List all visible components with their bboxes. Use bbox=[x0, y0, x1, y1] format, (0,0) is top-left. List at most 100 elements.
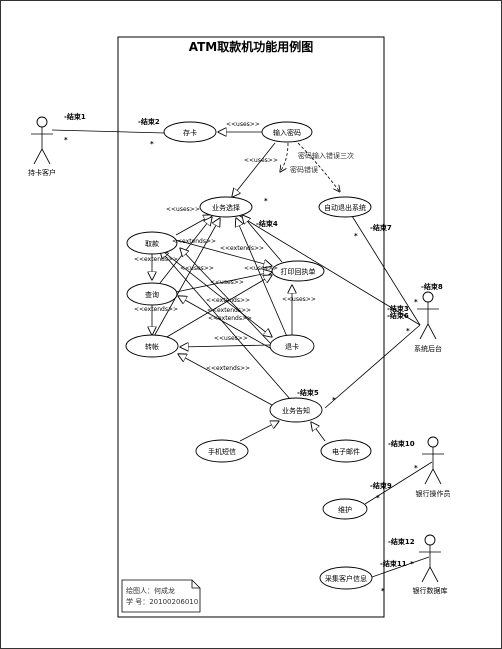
label-end-4: -结束4 bbox=[256, 219, 278, 228]
arrow-eject-withdraw bbox=[180, 248, 273, 346]
arrow-enterpin-business bbox=[232, 142, 276, 197]
uc-email-label: 电子邮件 bbox=[332, 447, 360, 456]
multiplicity-mark: * bbox=[332, 396, 336, 404]
label-end-6: -结束6 bbox=[387, 311, 409, 320]
uc-collect-info-label: 采集客户信息 bbox=[325, 574, 367, 583]
stereo-uses: <<uses>> bbox=[244, 265, 278, 272]
stereo-extends: <<extends>> bbox=[206, 365, 250, 372]
multiplicity-mark: * bbox=[264, 197, 268, 205]
multiplicity-mark: * bbox=[410, 560, 414, 568]
multiplicity-mark: * bbox=[376, 494, 380, 502]
stereo-extends: <<extends>> bbox=[172, 238, 216, 245]
uc-withdraw-label: 取款 bbox=[145, 239, 159, 248]
label-end-10: -结束10 bbox=[388, 439, 415, 448]
author-note bbox=[121, 579, 201, 613]
actor-bank-backend[interactable] bbox=[417, 291, 439, 340]
uc-print-receipt-label: 打印回执单 bbox=[281, 267, 316, 276]
label-end-7: -结束7 bbox=[370, 223, 392, 232]
uc-email[interactable] bbox=[320, 439, 372, 463]
stereo-extends: <<extends>> bbox=[134, 306, 178, 313]
stereo-extends: <<extends>> bbox=[220, 245, 264, 252]
arrow-email-notify bbox=[311, 422, 326, 442]
stereo-extends: <<extends>> bbox=[206, 297, 250, 304]
uc-transfer-label: 转帐 bbox=[145, 342, 159, 351]
label-end-3: -结束3 bbox=[387, 304, 409, 313]
condition-pin-wrong: 密码错误 bbox=[290, 165, 318, 174]
arrow-eject-business bbox=[236, 218, 289, 340]
multiplicity-mark: * bbox=[381, 587, 385, 595]
uc-maintain-label: 维护 bbox=[338, 505, 352, 514]
assoc-business-backend bbox=[229, 209, 421, 326]
uc-eject-card-label: 退卡 bbox=[285, 342, 299, 351]
stereo-uses: <<uses>> bbox=[226, 121, 260, 128]
stereo-uses: <<uses>> bbox=[282, 296, 316, 303]
uc-enter-pin[interactable] bbox=[261, 121, 313, 143]
label-end-12: -结束12 bbox=[388, 537, 415, 546]
arrow-eject-transfer bbox=[180, 345, 271, 347]
stereo-extends: <<extends>> bbox=[208, 315, 252, 322]
label-end-2: -结束2 bbox=[138, 117, 160, 126]
assoc-autoexit-backend bbox=[351, 215, 421, 326]
note-student-id: 学 号：20100206010 bbox=[126, 597, 198, 606]
stereo-uses: <<uses>> bbox=[210, 279, 244, 286]
diagram-title: ATM取款机功能用例图 bbox=[189, 39, 313, 54]
arrow-eject-query bbox=[178, 296, 271, 349]
stereo-uses: <<uses>> bbox=[244, 157, 278, 164]
actor-card-holder-label: 持卡客户 bbox=[28, 168, 56, 177]
stereo-uses: <<uses>> bbox=[180, 265, 214, 272]
arrow-notify-withdraw bbox=[160, 250, 291, 400]
multiplicity-mark: * bbox=[414, 298, 418, 306]
label-end-8: -结束8 bbox=[421, 282, 443, 291]
actor-bank-database-label: 银行数据库 bbox=[413, 586, 448, 595]
uc-collect-info[interactable] bbox=[319, 566, 373, 590]
uc-maintain[interactable] bbox=[322, 498, 368, 520]
uc-query[interactable] bbox=[126, 282, 178, 306]
assoc-collect-database bbox=[371, 556, 430, 578]
arrow-query-print bbox=[175, 272, 272, 293]
uc-eject-card[interactable] bbox=[269, 334, 315, 358]
multiplicity-mark: * bbox=[150, 140, 154, 148]
uc-auto-exit-label: 自动退出系统 bbox=[324, 203, 366, 212]
assoc-cardholder-deposit bbox=[51, 129, 166, 134]
uc-withdraw[interactable] bbox=[126, 231, 178, 255]
stereo-uses: <<uses>> bbox=[214, 335, 248, 342]
arrow-pin-three-autoexit bbox=[297, 142, 340, 192]
multiplicity-mark: * bbox=[64, 136, 68, 144]
arrow-sms-notify bbox=[239, 421, 279, 442]
actor-bank-operator[interactable] bbox=[422, 436, 444, 485]
uc-business-select-label: 业务选择 bbox=[212, 203, 240, 212]
multiplicity-mark: * bbox=[354, 232, 358, 240]
arrow-withdraw-print bbox=[175, 239, 272, 266]
uc-print-receipt[interactable] bbox=[271, 260, 325, 282]
actor-card-holder[interactable] bbox=[31, 116, 53, 165]
uc-sms[interactable] bbox=[195, 439, 249, 463]
uc-notify[interactable] bbox=[269, 397, 323, 423]
stereo-uses: <<uses>> bbox=[166, 206, 200, 213]
uc-business-select[interactable] bbox=[199, 196, 253, 218]
uc-notify-label: 业务告知 bbox=[282, 406, 310, 415]
multiplicity-mark: * bbox=[406, 327, 410, 335]
actor-bank-database[interactable] bbox=[419, 534, 441, 583]
arrow-print-business bbox=[242, 215, 283, 263]
uc-enter-pin-label: 输入密码 bbox=[273, 128, 301, 137]
multiplicity-mark: * bbox=[414, 464, 418, 472]
system-boundary bbox=[117, 36, 385, 618]
stereo-extends: <<extends>> bbox=[134, 256, 178, 263]
uc-deposit-label: 存卡 bbox=[183, 128, 197, 137]
arrow-transfer-business bbox=[151, 218, 220, 341]
arrow-pin-wrong-enterpin bbox=[280, 142, 289, 172]
uc-deposit[interactable] bbox=[163, 121, 217, 143]
label-end-5: -结束5 bbox=[297, 388, 319, 397]
stereo-extends: <<extends>> bbox=[207, 307, 251, 314]
uc-transfer[interactable] bbox=[125, 334, 179, 358]
actor-bank-backend-label: 系统后台 bbox=[414, 344, 442, 353]
uc-query-label: 查询 bbox=[145, 290, 159, 299]
uc-auto-exit[interactable] bbox=[318, 196, 372, 218]
assoc-maintain-operator bbox=[364, 461, 433, 505]
actor-bank-operator-label: 银行操作员 bbox=[416, 489, 451, 498]
label-end-1: -结束1 bbox=[64, 112, 86, 121]
label-end-9: -结束9 bbox=[370, 481, 392, 490]
note-author: 绘图人：何成龙 bbox=[126, 586, 175, 595]
arrow-transfer-print bbox=[159, 275, 272, 342]
